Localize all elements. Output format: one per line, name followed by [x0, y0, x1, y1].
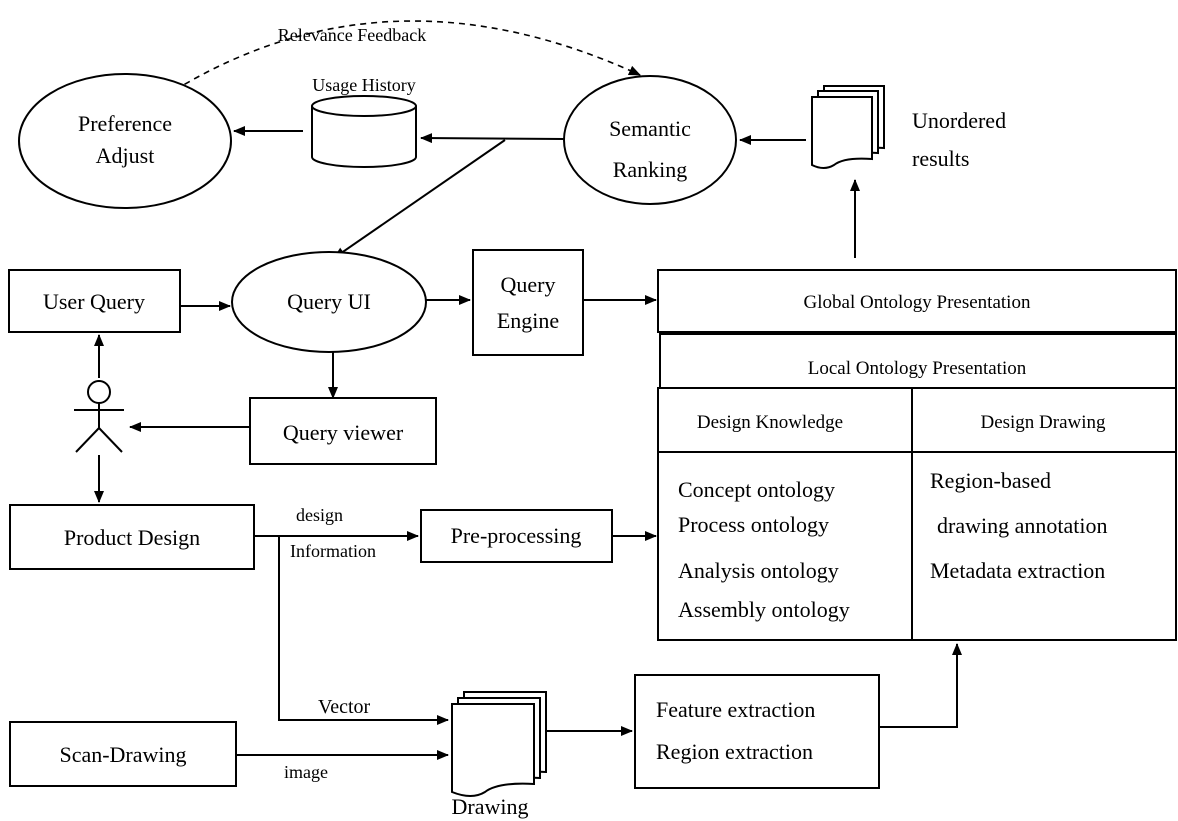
svg-text:Region-based: Region-based: [930, 468, 1051, 493]
query-engine-box: Query Engine: [472, 249, 584, 356]
svg-text:Assembly ontology: Assembly ontology: [678, 597, 850, 622]
local-ontology-box: Local Ontology Presentation: [659, 333, 1177, 389]
arrow-ranking-to-history: [420, 133, 565, 144]
user-stick-figure-icon: [74, 380, 124, 453]
svg-text:Engine: Engine: [497, 308, 559, 333]
svg-text:Global Ontology Presentation: Global Ontology Presentation: [804, 292, 1031, 313]
svg-text:Query: Query: [501, 272, 556, 297]
arrow-ranking-to-query-ui: [333, 139, 506, 259]
relevance-feedback-label: Relevance Feedback: [278, 25, 426, 45]
svg-text:Process ontology: Process ontology: [678, 512, 829, 537]
unordered-results-docs-icon: [811, 85, 885, 169]
svg-text:Concept ontology: Concept ontology: [678, 477, 835, 502]
svg-text:Analysis ontology: Analysis ontology: [678, 558, 839, 583]
usage-history-label: Usage History: [312, 75, 415, 95]
design-knowledge-panel: Design Knowledge Concept ontology Proces…: [657, 387, 913, 641]
svg-text:Design Drawing: Design Drawing: [980, 412, 1106, 433]
product-design-box: Product Design: [9, 504, 255, 570]
svg-text:Preference: Preference: [78, 111, 172, 136]
unordered-results-label-2: results: [912, 146, 969, 171]
svg-text:Pre-processing: Pre-processing: [451, 523, 582, 548]
user-query-box: User Query: [8, 269, 181, 333]
svg-text:Semantic: Semantic: [609, 116, 691, 141]
svg-text:Metadata extraction: Metadata extraction: [930, 558, 1105, 583]
relevance-feedback-arc: [174, 20, 641, 91]
preference-adjust-node: Preference Adjust: [18, 73, 232, 209]
svg-text:drawing annotation: drawing annotation: [937, 513, 1107, 538]
usage-history-database: [311, 95, 417, 168]
design-edge-label: design: [296, 505, 343, 525]
svg-text:User Query: User Query: [43, 289, 145, 314]
arrow-product-to-drawing-vector: [278, 536, 449, 725]
preprocessing-box: Pre-processing: [420, 509, 613, 563]
svg-text:Scan-Drawing: Scan-Drawing: [59, 742, 186, 767]
svg-text:Product Design: Product Design: [64, 525, 200, 550]
image-edge-label: image: [284, 762, 328, 782]
query-ui-node: Query UI: [231, 251, 427, 353]
information-edge-label: Information: [290, 541, 376, 561]
query-viewer-box: Query viewer: [249, 397, 437, 465]
unordered-results-label-1: Unordered: [912, 108, 1006, 133]
svg-text:Design Knowledge: Design Knowledge: [697, 412, 843, 433]
vector-edge-label: Vector: [318, 696, 371, 718]
svg-text:Adjust: Adjust: [96, 143, 155, 168]
svg-text:Feature extraction: Feature extraction: [656, 697, 815, 722]
svg-text:Local Ontology Presentation: Local Ontology Presentation: [808, 358, 1027, 379]
arrow-extraction-to-drawing-panel: [879, 643, 962, 728]
extraction-box: Feature extraction Region extraction: [634, 674, 880, 789]
design-drawing-panel: Design Drawing Region-based drawing anno…: [911, 387, 1177, 641]
global-ontology-box: Global Ontology Presentation: [657, 269, 1177, 333]
drawing-docs-icon: [451, 691, 547, 797]
semantic-ranking-node: Semantic Ranking: [563, 75, 737, 205]
scan-drawing-box: Scan-Drawing: [9, 721, 237, 787]
svg-text:Query UI: Query UI: [287, 289, 371, 314]
drawing-label: Drawing: [452, 794, 529, 819]
svg-text:Ranking: Ranking: [613, 157, 688, 182]
svg-text:Query viewer: Query viewer: [283, 420, 404, 445]
svg-text:Region extraction: Region extraction: [656, 739, 813, 764]
